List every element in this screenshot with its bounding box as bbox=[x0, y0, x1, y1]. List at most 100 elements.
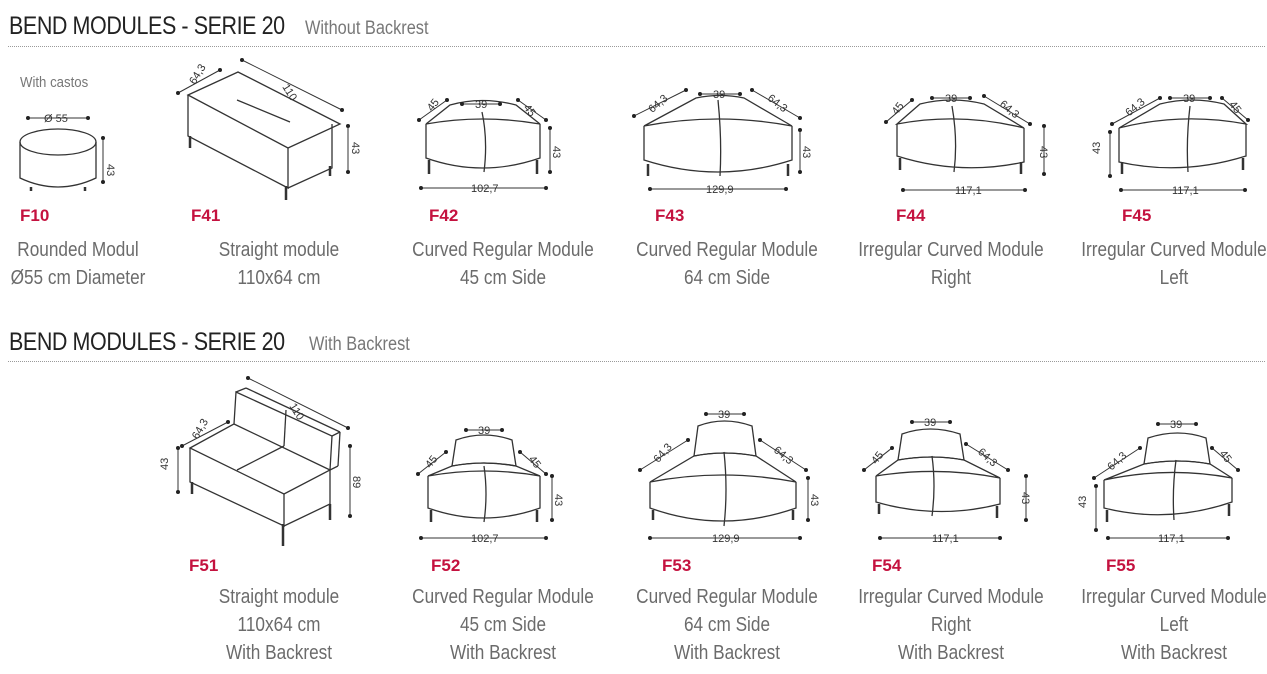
svg-text:43: 43 bbox=[159, 458, 171, 470]
svg-text:39: 39 bbox=[1170, 419, 1182, 431]
f44-code: F44 bbox=[896, 206, 926, 225]
svg-text:117,1: 117,1 bbox=[932, 533, 959, 545]
svg-text:39: 39 bbox=[924, 417, 936, 429]
svg-text:39: 39 bbox=[718, 409, 730, 421]
svg-text:64,3: 64,3 bbox=[1123, 96, 1147, 119]
f52-line-3: With Backrest bbox=[449, 642, 557, 664]
f10-code: F10 bbox=[20, 206, 50, 225]
f54-line-2: Right bbox=[930, 614, 972, 636]
f10-line-1: Rounded Modul bbox=[17, 239, 139, 261]
svg-text:39: 39 bbox=[1183, 93, 1195, 105]
f42-line-2: 45 cm Side bbox=[459, 267, 547, 289]
svg-text:39: 39 bbox=[945, 93, 957, 105]
svg-text:64,3: 64,3 bbox=[1105, 450, 1129, 473]
f55-line-3: With Backrest bbox=[1120, 642, 1228, 664]
svg-text:45: 45 bbox=[526, 454, 543, 471]
f45-drawing: 64,3 39 45 43 117,1 bbox=[1091, 93, 1250, 197]
f54-line-3: With Backrest bbox=[897, 642, 1005, 664]
svg-text:45: 45 bbox=[890, 100, 907, 117]
castors-note: With castos bbox=[20, 74, 89, 91]
f41-drawing: 64,3 110 43 bbox=[176, 58, 361, 200]
f45-line-2: Left bbox=[1159, 267, 1189, 289]
svg-text:43: 43 bbox=[1091, 142, 1103, 154]
svg-text:45: 45 bbox=[423, 454, 440, 471]
svg-text:43: 43 bbox=[800, 146, 812, 158]
svg-text:129,9: 129,9 bbox=[706, 184, 734, 196]
f55-description: Irregular Curved Module Left With Backre… bbox=[1075, 583, 1267, 667]
f51-code: F51 bbox=[189, 556, 219, 575]
svg-text:64,3: 64,3 bbox=[975, 446, 999, 469]
svg-text:110: 110 bbox=[287, 401, 306, 422]
f43-drawing: 64,3 39 64,3 43 129,9 bbox=[632, 88, 812, 196]
svg-text:45: 45 bbox=[425, 97, 442, 114]
section-1-heading: BEND MODULES - SERIE 20 bbox=[9, 12, 285, 40]
f53-line-1: Curved Regular Module bbox=[636, 586, 818, 608]
f43-line-1: Curved Regular Module bbox=[636, 239, 818, 261]
section-1-title: BEND MODULES - SERIE 20 Without Backrest bbox=[9, 12, 429, 41]
svg-text:39: 39 bbox=[478, 425, 490, 437]
section-1-subtitle: Without Backrest bbox=[305, 18, 429, 39]
svg-text:64,3: 64,3 bbox=[771, 444, 795, 467]
svg-text:39: 39 bbox=[475, 99, 487, 111]
f42-drawing: 45 39 45 43 102,7 bbox=[417, 97, 562, 195]
f42-line-1: Curved Regular Module bbox=[412, 239, 594, 261]
f54-drawing: 39 45 64,3 43 117,1 bbox=[862, 417, 1031, 545]
f52-line-1: Curved Regular Module bbox=[412, 586, 594, 608]
f53-code: F53 bbox=[662, 556, 692, 575]
svg-text:89: 89 bbox=[350, 476, 362, 488]
f51-line-2: 110x64 cm bbox=[237, 614, 321, 636]
f44-line-2: Right bbox=[930, 267, 972, 289]
svg-text:43: 43 bbox=[1037, 146, 1049, 158]
f53-description: Curved Regular Module 64 cm Side With Ba… bbox=[628, 583, 826, 667]
f41-line-2: 110x64 cm bbox=[237, 267, 321, 289]
f53-line-3: With Backrest bbox=[673, 642, 781, 664]
f52-description: Curved Regular Module 45 cm Side With Ba… bbox=[404, 583, 602, 667]
svg-text:64,3: 64,3 bbox=[651, 441, 674, 465]
svg-text:45: 45 bbox=[521, 102, 538, 119]
svg-text:64,3: 64,3 bbox=[997, 98, 1021, 121]
f41-dim-length: 110 bbox=[280, 82, 299, 103]
f44-description: Irregular Curved Module Right bbox=[852, 236, 1050, 292]
f51-drawing: 64,3 110 43 89 bbox=[159, 376, 362, 546]
section-2-title: BEND MODULES - SERIE 20 With Backrest bbox=[9, 328, 410, 357]
f42-code: F42 bbox=[429, 206, 459, 225]
f53-drawing: 39 64,3 64,3 43 129,9 bbox=[638, 409, 820, 545]
section-2-heading: BEND MODULES - SERIE 20 bbox=[9, 328, 285, 356]
svg-text:45: 45 bbox=[869, 450, 886, 467]
f42-description: Curved Regular Module 45 cm Side bbox=[404, 236, 602, 292]
svg-text:64,3: 64,3 bbox=[765, 92, 789, 115]
f10-dim-height: 43 bbox=[104, 164, 116, 176]
svg-text:102,7: 102,7 bbox=[471, 183, 499, 195]
svg-text:129,9: 129,9 bbox=[712, 533, 740, 545]
f43-line-2: 64 cm Side bbox=[683, 267, 771, 289]
f45-code: F45 bbox=[1122, 206, 1152, 225]
svg-text:117,1: 117,1 bbox=[1172, 185, 1199, 197]
svg-text:64,3: 64,3 bbox=[646, 93, 670, 116]
svg-text:43: 43 bbox=[1019, 492, 1031, 504]
f54-description: Irregular Curved Module Right With Backr… bbox=[852, 583, 1050, 667]
section-2-divider bbox=[8, 361, 1265, 362]
f45-line-1: Irregular Curved Module bbox=[1081, 239, 1267, 261]
f55-drawing: 39 64,3 45 43 117,1 bbox=[1077, 419, 1240, 545]
f41-description: Straight module 110x64 cm bbox=[180, 236, 378, 292]
svg-text:117,1: 117,1 bbox=[1158, 533, 1185, 545]
f10-dim-diameter: Ø 55 bbox=[44, 113, 68, 125]
svg-text:43: 43 bbox=[552, 494, 564, 506]
f41-line-1: Straight module bbox=[218, 239, 340, 261]
svg-text:117,1: 117,1 bbox=[955, 185, 982, 197]
svg-text:43: 43 bbox=[1077, 496, 1089, 508]
f41-dim-depth: 64,3 bbox=[187, 62, 209, 87]
f45-description: Irregular Curved Module Left bbox=[1075, 236, 1267, 292]
f55-line-1: Irregular Curved Module bbox=[1081, 586, 1267, 608]
f52-line-2: 45 cm Side bbox=[459, 614, 547, 636]
f51-line-1: Straight module bbox=[218, 586, 340, 608]
svg-text:45: 45 bbox=[1217, 448, 1234, 465]
f10-description: Rounded Modul Ø55 cm Diameter bbox=[0, 236, 177, 292]
f52-code: F52 bbox=[431, 556, 461, 575]
f54-code: F54 bbox=[872, 556, 902, 575]
f44-drawing: 45 39 64,3 43 117,1 bbox=[884, 93, 1049, 197]
svg-text:39: 39 bbox=[713, 89, 725, 101]
section-2-subtitle: With Backrest bbox=[309, 334, 410, 355]
f54-line-1: Irregular Curved Module bbox=[858, 586, 1044, 608]
f55-code: F55 bbox=[1106, 556, 1136, 575]
